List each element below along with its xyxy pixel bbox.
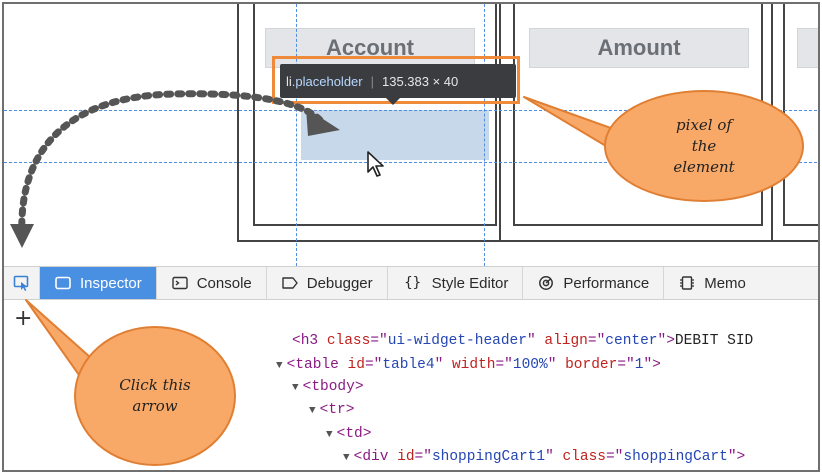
column-header-amount: Amount xyxy=(529,28,749,68)
markup-punctuation: " xyxy=(547,357,566,373)
attribute-value: 1 xyxy=(634,357,644,373)
tag-open: < xyxy=(353,449,363,465)
tag-name: td xyxy=(345,426,363,442)
tag-name: tr xyxy=(328,402,346,418)
tooltip-class: .placeholder xyxy=(291,73,363,89)
markup-punctuation: "> xyxy=(657,333,675,349)
markup-punctuation: =" xyxy=(364,357,383,373)
add-node-button[interactable]: + xyxy=(14,306,33,331)
tab-console[interactable]: Console xyxy=(157,267,267,299)
click-callout: Click this arrow xyxy=(74,326,236,466)
markup-punctuation: =" xyxy=(587,333,606,349)
table-cell-account: Account xyxy=(239,4,501,240)
tab-performance[interactable]: Performance xyxy=(523,267,665,299)
tab-inspector-label: Inspector xyxy=(80,274,142,292)
markup-punctuation: > xyxy=(354,379,364,395)
tag-open: < xyxy=(302,379,312,395)
tooltip-separator: | xyxy=(370,73,374,89)
tag-name: h3 xyxy=(300,333,319,349)
column-header-account: Account xyxy=(265,28,475,68)
attribute-value: center xyxy=(605,333,658,349)
markup-punctuation: "> xyxy=(727,449,746,465)
attribute-name: id xyxy=(397,449,415,465)
markup-punctuation: "> xyxy=(643,357,661,373)
tab-memory-label: Memo xyxy=(704,274,746,292)
performance-icon xyxy=(537,275,555,291)
markup-punctuation: > xyxy=(362,426,372,442)
markup-punctuation: > xyxy=(345,402,355,418)
inspector-icon xyxy=(54,275,72,291)
collapse-triangle-icon[interactable]: ▼ xyxy=(326,429,333,441)
markup-line-table[interactable]: ▼<table id="table4" width="100%" border=… xyxy=(276,357,661,373)
placeholder-element[interactable] xyxy=(301,110,489,160)
tag-open: < xyxy=(319,402,329,418)
guide-line-top xyxy=(4,110,818,111)
markup-line-h3[interactable]: <h3 class="ui-widget-header" align="cent… xyxy=(292,333,753,349)
guide-line-left xyxy=(296,4,297,266)
markup-line-div[interactable]: ▼<div id="shoppingCart1" class="shopping… xyxy=(343,449,745,465)
tab-style-editor-label: Style Editor xyxy=(431,274,509,292)
console-icon xyxy=(171,275,189,291)
element-picker-icon xyxy=(13,275,28,291)
element-info-tooltip: li.placeholder | 135.383 × 40 xyxy=(280,64,516,98)
tab-inspector[interactable]: Inspector xyxy=(40,267,157,299)
markup-punctuation: =" xyxy=(495,357,513,373)
markup-line-td[interactable]: ▼<td> xyxy=(326,426,371,442)
tag-open: < xyxy=(292,333,301,349)
guide-line-right xyxy=(484,4,485,266)
attribute-value: table4 xyxy=(382,357,435,373)
collapse-triangle-icon[interactable]: ▼ xyxy=(292,382,299,394)
markup-punctuation: =" xyxy=(617,357,635,373)
debugger-icon xyxy=(281,275,299,291)
braces-icon: {} xyxy=(404,275,422,291)
tab-debugger-label: Debugger xyxy=(306,274,373,292)
tooltip-tag: li xyxy=(286,73,292,89)
attribute-name: class xyxy=(326,333,371,349)
attribute-name: border xyxy=(565,357,618,373)
table-cell-amount: Amount xyxy=(501,4,773,240)
collapse-triangle-icon[interactable]: ▼ xyxy=(343,452,350,464)
markup-punctuation: " xyxy=(526,333,545,349)
attribute-name: id xyxy=(347,357,365,373)
tab-console-label: Console xyxy=(196,274,252,292)
tab-style-editor[interactable]: {} Style Editor xyxy=(388,267,524,299)
attribute-name: align xyxy=(544,333,588,349)
attribute-name: class xyxy=(562,449,606,465)
element-picker-button[interactable] xyxy=(4,267,40,299)
tag-open: < xyxy=(286,357,296,373)
memory-icon xyxy=(678,275,696,291)
attribute-name: width xyxy=(451,357,496,373)
tab-performance-label: Performance xyxy=(563,274,650,292)
attribute-value: shoppingCart1 xyxy=(431,449,546,465)
tab-memory[interactable]: Memo xyxy=(664,267,746,299)
attribute-value: 100% xyxy=(512,357,548,373)
attribute-value: ui-widget-header xyxy=(387,333,527,349)
collapse-triangle-icon[interactable]: ▼ xyxy=(276,360,283,372)
tag-name: div xyxy=(362,449,389,465)
markup-punctuation: " xyxy=(434,357,452,373)
markup-line-tr[interactable]: ▼<tr> xyxy=(309,402,354,418)
tag-name: table xyxy=(295,357,339,373)
text-node: DEBIT SID xyxy=(674,333,754,349)
tooltip-pointer xyxy=(386,98,400,105)
tag-name: tbody xyxy=(311,379,355,395)
collapse-triangle-icon[interactable]: ▼ xyxy=(309,405,316,417)
pixel-callout: pixel of the element xyxy=(604,90,804,202)
tab-debugger[interactable]: Debugger xyxy=(267,267,388,299)
guide-line-bottom xyxy=(4,162,818,163)
devtools-toolbar: Inspector Console Debugger {} Style Edit… xyxy=(4,266,818,300)
tag-open: < xyxy=(336,426,346,442)
markup-line-tbody[interactable]: ▼<tbody> xyxy=(292,379,364,395)
devtools-tabs: Inspector Console Debugger {} Style Edit… xyxy=(40,267,818,299)
column-header-partial xyxy=(797,28,818,68)
attribute-value: shoppingCart xyxy=(623,449,728,465)
markup-punctuation: =" xyxy=(605,449,624,465)
markup-punctuation: =" xyxy=(414,449,432,465)
tooltip-text: li.placeholder xyxy=(286,74,363,89)
markup-punctuation: " xyxy=(545,449,563,465)
mouse-cursor-icon xyxy=(367,151,384,177)
markup-punctuation: =" xyxy=(370,333,388,349)
tooltip-dimensions: 135.383 × 40 xyxy=(382,73,459,89)
